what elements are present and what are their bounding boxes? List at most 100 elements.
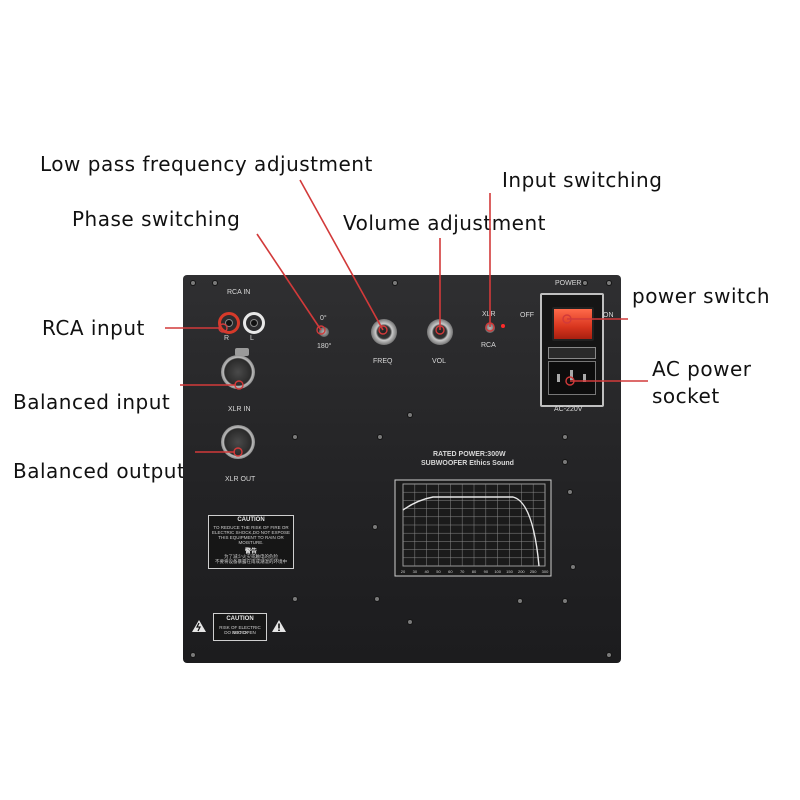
warning-cn-title: 警告 bbox=[244, 549, 257, 555]
panel-screw bbox=[191, 653, 195, 657]
callout-marker bbox=[316, 325, 326, 335]
callout-marker bbox=[562, 314, 572, 324]
exclamation-warning-icon bbox=[272, 620, 286, 632]
callout-volume-adjustment: Volume adjustment bbox=[343, 211, 546, 235]
panel-screw bbox=[373, 525, 377, 529]
callout-marker bbox=[378, 325, 388, 335]
callout-marker bbox=[234, 380, 244, 390]
panel-screw bbox=[408, 413, 412, 417]
power-switch[interactable] bbox=[552, 307, 594, 341]
callout-marker bbox=[233, 447, 243, 457]
graph-tick-label: 90 bbox=[484, 569, 489, 574]
power-label: POWER bbox=[555, 280, 582, 287]
panel-screw bbox=[293, 597, 297, 601]
graph-tick-label: 40 bbox=[424, 569, 429, 574]
callout-line-low-pass bbox=[299, 179, 384, 331]
socket-pin bbox=[570, 370, 573, 380]
callout-power-switch: power switch bbox=[632, 284, 771, 308]
power-off-label: OFF bbox=[520, 312, 534, 319]
callout-rca-input: RCA input bbox=[42, 316, 145, 340]
graph-tick-label: 300 bbox=[542, 569, 549, 574]
callout-ac-power-socket: AC power socket bbox=[652, 356, 751, 410]
rca-in-label: RCA IN bbox=[227, 289, 251, 296]
frequency-knob[interactable] bbox=[371, 319, 397, 345]
callout-ac-power-line1: AC power bbox=[652, 357, 752, 381]
callout-ac-power-line2: socket bbox=[652, 384, 720, 408]
panel-screw bbox=[607, 653, 611, 657]
panel-screw bbox=[378, 435, 382, 439]
callout-phase-switching: Phase switching bbox=[72, 207, 241, 231]
xlr-out-label: XLR OUT bbox=[225, 476, 256, 483]
graph-tick-label: 60 bbox=[448, 569, 453, 574]
phase-180-label: 180° bbox=[317, 343, 332, 350]
graph-tick-label: 70 bbox=[460, 569, 465, 574]
caution2-text-line: DO NOT OPEN bbox=[224, 630, 256, 635]
panel-screw bbox=[408, 620, 412, 624]
xlr-input-connector[interactable] bbox=[221, 355, 255, 389]
freq-label: FREQ bbox=[373, 358, 393, 365]
callout-marker bbox=[218, 323, 228, 333]
callout-balanced-input: Balanced input bbox=[13, 390, 171, 414]
xlr-in-latch bbox=[235, 348, 249, 356]
panel-screw bbox=[375, 597, 379, 601]
panel-screw bbox=[583, 281, 587, 285]
phase-0-label: 0° bbox=[320, 315, 327, 322]
caution-label-fire: CAUTION TO REDUCE THE RISK OF FIRE OR EL… bbox=[208, 515, 294, 569]
rca-l-label: L bbox=[250, 335, 254, 342]
caution-text-line: TO REDUCE THE RISK OF FIRE OR bbox=[213, 525, 289, 530]
input-xlr-label: XLR bbox=[482, 311, 496, 318]
warning-cn-text: 为了减少火灾或触电的危险 bbox=[224, 554, 278, 559]
xlr-in-label: XLR IN bbox=[228, 406, 251, 413]
xlr-output-connector[interactable] bbox=[221, 425, 255, 459]
electric-hazard-icon bbox=[192, 620, 206, 632]
amplifier-panel: RCA IN R L XLR IN XLR OUT 0° 180° FREQ V… bbox=[183, 275, 621, 663]
warning-cn-text: 不要将设备暴露在雨或潮湿的环境中 bbox=[215, 559, 287, 564]
power-on-label: ON bbox=[603, 312, 614, 319]
caution-text-line: THIS EQUIPMENT TO RAIN OR bbox=[218, 535, 284, 540]
callout-marker bbox=[485, 322, 495, 332]
panel-screw bbox=[568, 490, 572, 494]
panel-screw bbox=[563, 435, 567, 439]
callout-marker bbox=[565, 376, 575, 386]
panel-screw bbox=[563, 460, 567, 464]
graph-tick-label: 100 bbox=[494, 569, 501, 574]
caution2-title: CAUTION bbox=[226, 616, 254, 622]
panel-screw bbox=[191, 281, 195, 285]
subwoofer-label: SUBWOOFER Ethics Sound bbox=[421, 460, 514, 467]
power-module bbox=[540, 293, 604, 407]
graph-tick-label: 30 bbox=[413, 569, 418, 574]
socket-pin bbox=[557, 374, 560, 382]
graph-tick-label: 80 bbox=[472, 569, 477, 574]
caution2-text-line: RISK OF ELECTRIC SHOCK bbox=[219, 625, 261, 635]
vol-label: VOL bbox=[432, 358, 447, 365]
graph-tick-label: 150 bbox=[506, 569, 513, 574]
callout-input-switching: Input switching bbox=[502, 168, 663, 192]
rated-power-label: RATED POWER:300W bbox=[433, 451, 506, 458]
panel-screw bbox=[393, 281, 397, 285]
graph-tick-label: 200 bbox=[518, 569, 525, 574]
rca-input-right-jack[interactable] bbox=[218, 312, 240, 334]
caution-label-shock: CAUTION RISK OF ELECTRIC SHOCK DO NOT OP… bbox=[213, 613, 267, 641]
rca-r-label: R bbox=[224, 335, 230, 342]
graph-tick-label: 20 bbox=[401, 569, 406, 574]
graph-tick-label: 250 bbox=[530, 569, 537, 574]
input-switch[interactable] bbox=[485, 323, 495, 333]
callout-marker bbox=[435, 325, 445, 335]
panel-screw bbox=[518, 599, 522, 603]
panel-screw bbox=[571, 565, 575, 569]
callout-low-pass-frequency: Low pass frequency adjustment bbox=[40, 152, 373, 176]
socket-pin bbox=[583, 374, 586, 382]
ac-voltage-label: AC-220V bbox=[554, 406, 583, 413]
fuse-drawer[interactable] bbox=[548, 347, 596, 359]
panel-screw bbox=[213, 281, 217, 285]
caution-text-line: ELECTRIC SHOCK,DO NOT EXPOSE bbox=[212, 530, 290, 535]
input-rca-label: RCA bbox=[481, 342, 496, 349]
callout-balanced-output: Balanced output bbox=[13, 459, 186, 483]
callout-line-phase bbox=[256, 233, 322, 331]
panel-screw bbox=[563, 599, 567, 603]
caution-title: CAUTION bbox=[237, 517, 265, 523]
rca-input-left-jack[interactable] bbox=[243, 312, 265, 334]
caution-text-line: MOISTURE. bbox=[238, 540, 264, 545]
